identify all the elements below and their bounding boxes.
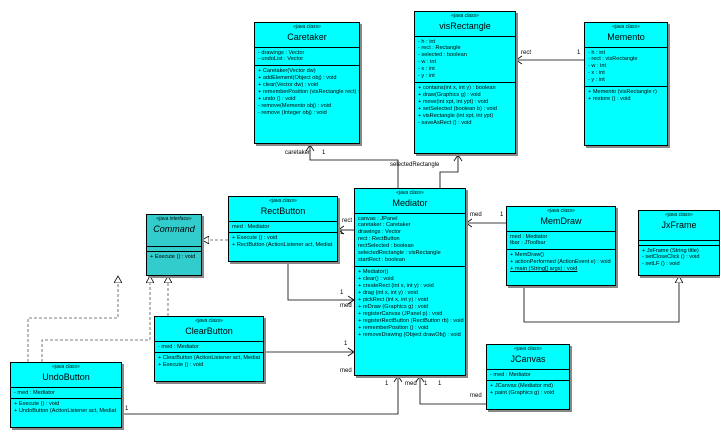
label-med-rb-mult: 1	[340, 290, 344, 296]
attribute-list: - h : int- rect : visRectangle- w : int-…	[585, 48, 667, 88]
operation-list: + Caretaker(Vector dw)+ addElement(Objec…	[258, 68, 360, 117]
label-med-j2-mult: 1	[438, 381, 442, 387]
attribute-list: - med : Mediator	[11, 388, 121, 400]
label-rect: rect	[521, 50, 532, 56]
class-rectbutton[interactable]: «java class»RectButton med : Mediator + …	[228, 196, 338, 262]
label-med-clear-mult: 1	[344, 341, 348, 347]
label-caretaker: caretaker	[285, 150, 311, 156]
label-med-undo: med	[340, 368, 352, 374]
operation-list: + Execute () : void+ UndoButton (ActionL…	[14, 401, 117, 415]
assoc-mediator-visrectangle	[439, 155, 459, 188]
operation-list: + Execute () : void+ RectButton (ActionL…	[232, 235, 333, 249]
class-name: visRectangle	[439, 21, 491, 32]
operation-list: + Mediator()+ clear() : void+ createRect…	[358, 269, 464, 339]
class-name: JCanvas	[510, 354, 546, 365]
label-med-memdraw-mult: 1	[500, 212, 504, 218]
label-med-j1: med	[405, 381, 417, 387]
attribute-list: med : Mediator	[229, 222, 337, 234]
operation-list: + Execute () : void	[147, 250, 201, 263]
operation-list: + contains(int x, int y) : boolean+ draw…	[418, 85, 497, 127]
label-med-j1-mult: 1	[424, 381, 428, 387]
operation-list: + JCanvas (Mediator md)+ paint (Graphics…	[490, 383, 555, 397]
assoc-mediator-caretaker	[309, 145, 399, 188]
class-jxframe[interactable]: «java class»JxFrame + JxFrame (String ti…	[638, 210, 720, 276]
class-jcanvas[interactable]: «java class»JCanvas - med : Mediator + J…	[486, 344, 570, 410]
class-memento[interactable]: «java class»Memento - h : int- rect : vi…	[584, 22, 668, 146]
interface-command[interactable]: «java interface»Command + Execute () : v…	[146, 214, 202, 276]
class-name: RectButton	[260, 206, 306, 217]
label-rect-rb: rect	[342, 218, 353, 224]
label-rect-rb-mult: 1	[340, 230, 344, 236]
class-name: JxFrame	[661, 220, 697, 231]
class-caretaker[interactable]: «java class»Caretaker - drawings : Vecto…	[254, 22, 360, 144]
label-med-undo-mult: 1	[385, 381, 389, 387]
class-clearbutton[interactable]: «java class»ClearButton - med : Mediator…	[154, 316, 264, 382]
class-name: Mediator	[392, 198, 428, 209]
label-med-memdraw: med	[470, 212, 482, 218]
attribute-list: - med : Mediator	[155, 342, 263, 354]
class-name: MemDraw	[540, 216, 582, 227]
assoc-undobutton-mediator	[122, 376, 399, 415]
gen-memdraw-jxframe	[523, 276, 679, 323]
operation-list: + Memento (visRectangle r)+ restore () :…	[588, 89, 657, 103]
class-name: ClearButton	[185, 326, 233, 337]
attribute-list: - h : int- rect : Rectangle- selected : …	[415, 37, 515, 84]
class-undobutton[interactable]: «java class»UndoButton - med : Mediator …	[10, 362, 122, 428]
interface-name: Command	[153, 224, 195, 235]
label-caretaker-mult: 1	[322, 150, 326, 156]
label-med-rb: med	[340, 303, 352, 309]
operation-list: + JxFrame (String title)- setCloseClick …	[639, 244, 719, 271]
operation-list: + ClearButton (ActionListener act, Media…	[158, 355, 261, 369]
label-undo-mult: 1	[125, 406, 129, 412]
class-name: Memento	[607, 32, 645, 43]
assoc-rectbutton-mediator	[287, 262, 354, 301]
real-undobutton-command-2	[41, 276, 150, 362]
label-med-j2: med	[470, 393, 482, 399]
assoc-jcanvas-mediator-1	[419, 376, 486, 405]
attribute-list: - drawings : Vector- undoList : Vector	[255, 48, 359, 67]
class-name: UndoButton	[42, 372, 90, 383]
label-selectedrectangle: selectedRectangle	[390, 162, 440, 168]
class-name: Caretaker	[287, 32, 327, 43]
real-undobutton-command-1	[27, 276, 118, 362]
operation-list: + MemDraw()+ actionPerformed (ActionEven…	[510, 252, 611, 273]
attribute-list: - med : Mediator	[487, 370, 569, 382]
label-rect-mult: 1	[577, 50, 581, 56]
class-visrectangle[interactable]: «java class»visRectangle - h : int- rect…	[414, 11, 516, 154]
